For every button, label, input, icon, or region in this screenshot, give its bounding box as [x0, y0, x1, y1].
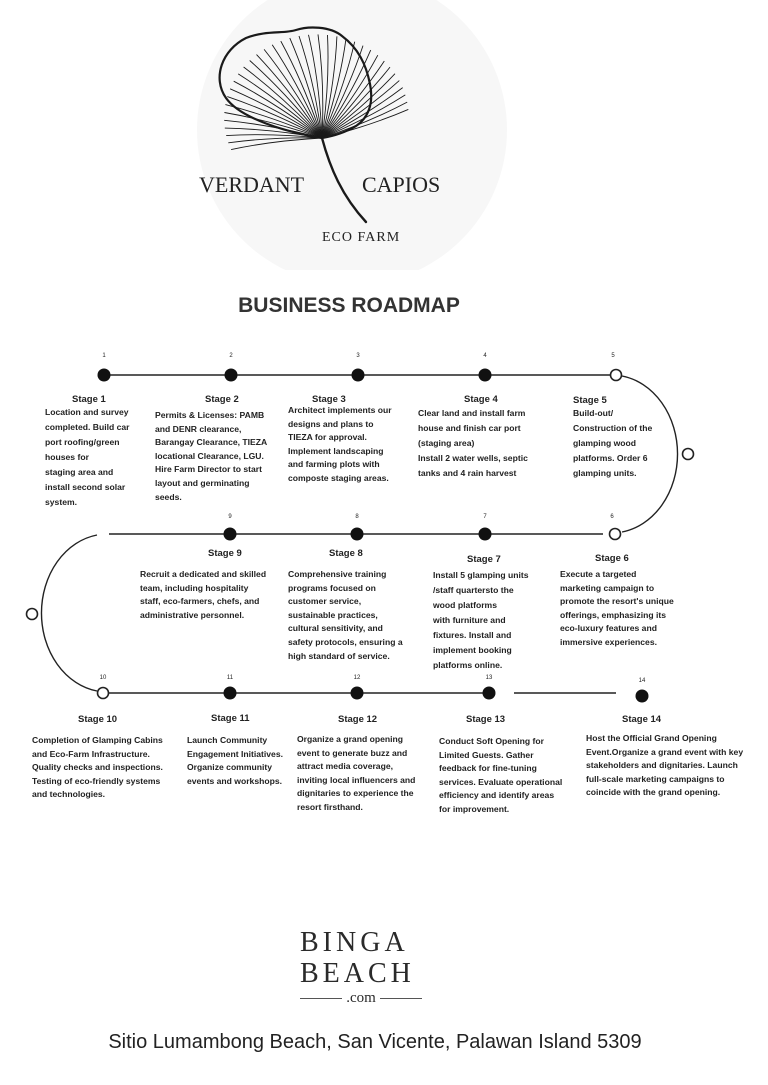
connector-node-right — [681, 447, 695, 461]
stage-14-node — [635, 689, 649, 703]
rule-left — [300, 997, 343, 999]
brand-subtitle: ECO FARM — [322, 230, 401, 245]
stage-11-node — [223, 686, 237, 700]
stage-13-label: Stage 13 — [466, 714, 506, 725]
stage-8-node — [350, 527, 364, 541]
stage-5-label: Stage 5 — [573, 395, 607, 406]
stage-number: 7 — [483, 514, 487, 520]
stage-12-description: Organize a grand opening event to genera… — [297, 734, 416, 812]
stage-4-description: Clear land and install farm house and fi… — [418, 408, 528, 478]
stage-12-node — [350, 686, 364, 700]
stage-8-description: Comprehensive training programs focused … — [288, 569, 403, 661]
brand-word-right: CAPIOS — [362, 172, 441, 197]
stage-6-node — [608, 527, 622, 541]
stage-4-node — [478, 368, 492, 382]
stage-3-node — [351, 368, 365, 382]
stage-7-description: Install 5 glamping units /staff quarters… — [433, 570, 529, 670]
footer-logo-line1: BINGA — [300, 927, 409, 958]
stage-number: 6 — [610, 514, 614, 520]
stage-number: 3 — [356, 353, 360, 359]
stage-6-description: Execute a targeted marketing campaign to… — [560, 569, 674, 647]
stage-number: 12 — [353, 675, 361, 681]
stage-9-node — [223, 527, 237, 541]
stage-9-label: Stage 9 — [208, 548, 242, 559]
stage-number: 10 — [99, 675, 107, 681]
ginkgo-leaf-icon — [197, 0, 507, 270]
stage-number: 2 — [229, 353, 233, 359]
stage-4-label: Stage 4 — [464, 394, 498, 405]
stage-2-node — [224, 368, 238, 382]
stage-14-description: Host the Official Grand Opening Event.Or… — [586, 733, 744, 798]
stage-10-label: Stage 10 — [78, 714, 118, 725]
stage-number: 13 — [485, 675, 493, 681]
page-title: BUSINESS ROADMAP — [238, 294, 460, 317]
stage-number: 4 — [483, 353, 487, 359]
stage-5-node — [609, 368, 623, 382]
stage-1-label: Stage 1 — [72, 394, 106, 405]
stage-9-description: Recruit a dedicated and skilled team, in… — [140, 569, 267, 620]
stage-3-description: Architect implements our designs and pla… — [288, 405, 392, 483]
stage-1-description: Location and survey completed. Build car… — [45, 407, 130, 507]
brand-word-left: VERDANT — [199, 172, 305, 197]
stage-number: 11 — [226, 675, 234, 681]
footer-logo-domain-row: .com — [300, 989, 423, 1006]
stage-number: 8 — [355, 514, 359, 520]
stage-7-node — [478, 527, 492, 541]
stage-12-label: Stage 12 — [338, 714, 378, 725]
footer-logo-line2: BEACH — [300, 958, 415, 989]
connector-node-left — [25, 607, 39, 621]
stage-6-label: Stage 6 — [595, 553, 629, 564]
rule-right — [379, 997, 423, 999]
stage-13-node — [482, 686, 496, 700]
stage-1-node — [97, 368, 111, 382]
stage-14-label: Stage 14 — [622, 714, 662, 725]
stage-11-description: Launch Community Engagement Initiatives.… — [187, 735, 283, 786]
stage-7-label: Stage 7 — [467, 554, 501, 565]
roadmap-path — [25, 368, 695, 703]
footer-address: Sitio Lumambong Beach, San Vicente, Pala… — [108, 1031, 642, 1053]
stage-10-description: Completion of Glamping Cabins and Eco-Fa… — [32, 735, 163, 800]
stage-2-description: Permits & Licenses: PAMB and DENR cleara… — [155, 410, 268, 502]
footer-logo-domain: .com — [346, 989, 376, 1006]
stage-5-description: Build-out/ Construction of the glamping … — [573, 408, 653, 478]
stage-number: 9 — [228, 514, 232, 520]
stage-10-node — [96, 686, 110, 700]
stage-13-description: Conduct Soft Opening for Limited Guests.… — [439, 736, 563, 814]
stage-number: 1 — [102, 353, 106, 359]
stage-8-label: Stage 8 — [329, 548, 363, 559]
stage-3-label: Stage 3 — [312, 394, 346, 405]
stage-11-label: Stage 11 — [211, 713, 250, 724]
stage-number: 14 — [638, 678, 646, 684]
stage-2-label: Stage 2 — [205, 394, 239, 405]
stage-number: 5 — [611, 353, 615, 359]
